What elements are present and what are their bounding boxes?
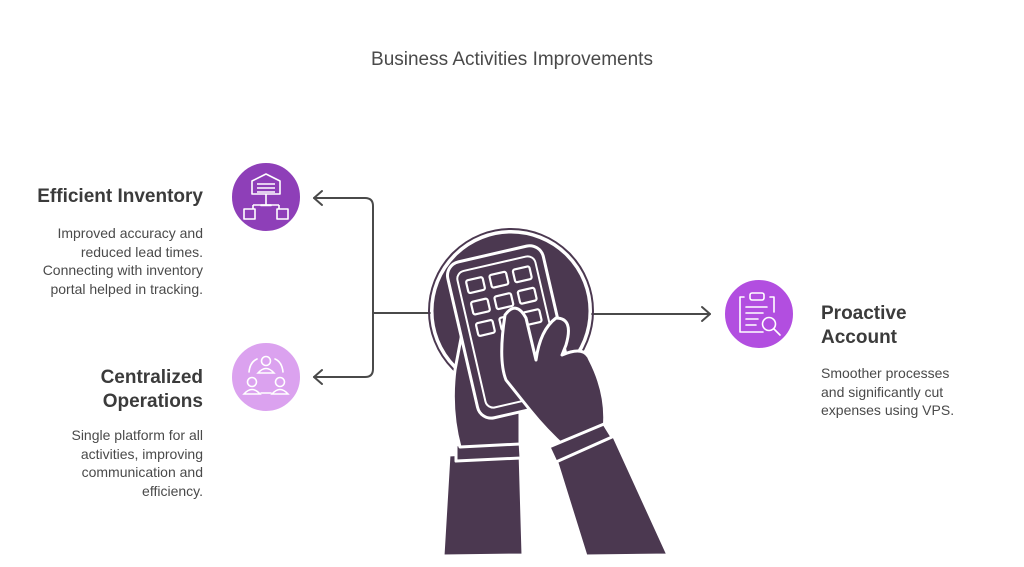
centralized-operations-description: Single platform for all activities, impr… (71, 427, 203, 499)
arrowhead-account (701, 306, 711, 322)
centralized-operations-heading: Centralized Operations (100, 367, 203, 412)
team-network-icon (230, 341, 302, 413)
connector-lines (313, 190, 711, 385)
arrowhead-operations (313, 369, 323, 385)
diagram-title: Business Activities Improvements (371, 49, 653, 70)
hands-calculator-icon (428, 228, 670, 558)
proactive-account-heading: Proactive Account (821, 303, 907, 348)
proactive-account-description: Smoother processes and significantly cut… (821, 365, 955, 418)
warehouse-network-icon (230, 161, 302, 233)
clipboard-search-icon (723, 278, 795, 350)
connector-to-inventory (313, 197, 434, 314)
arrowhead-inventory (313, 190, 323, 206)
connector-to-operations (313, 312, 374, 378)
efficient-inventory-heading: Efficient Inventory (37, 186, 203, 207)
efficient-inventory-description: Improved accuracy and reduced lead times… (42, 225, 203, 297)
